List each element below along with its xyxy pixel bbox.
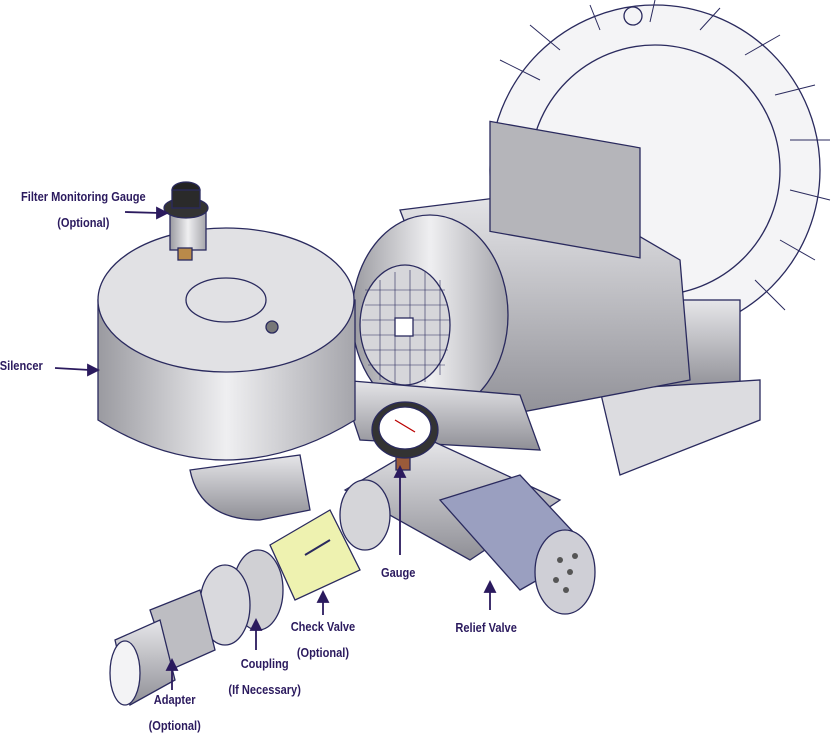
check-valve-shape: [269, 509, 361, 601]
label-line: Silencer: [0, 358, 43, 373]
adapter-shape: [109, 589, 216, 706]
label-line: Coupling: [240, 656, 289, 671]
label-line: (If Necessary): [228, 682, 301, 697]
label-line: (Optional): [148, 718, 201, 733]
label-line: Check Valve: [290, 619, 356, 634]
filter-gauge-shape: [163, 181, 209, 261]
motor: [351, 120, 691, 421]
silencer-shape: [97, 227, 356, 461]
label-line: (Optional): [57, 215, 110, 230]
label-line: (Optional): [296, 645, 350, 660]
label-line: Filter Monitoring Gauge: [20, 189, 146, 204]
label-line: Relief Valve: [455, 620, 517, 635]
coupling-shape: [199, 549, 284, 646]
pressure-gauge: [371, 401, 439, 471]
label-line: Gauge: [381, 565, 416, 580]
relief-valve-shape: [438, 474, 596, 615]
check-valve-label: Check Valve (Optional): [291, 614, 356, 666]
relief-valve-label: Relief Valve: [455, 615, 516, 641]
silencer-label: Silencer: [0, 353, 43, 379]
coupling-label: Coupling (If Necessary): [228, 651, 300, 703]
gauge-label: Gauge: [381, 560, 415, 586]
filter-monitoring-gauge-label: Filter Monitoring Gauge (Optional): [21, 184, 146, 236]
adapter-label: Adapter (Optional): [149, 687, 201, 735]
label-line: Adapter: [153, 692, 196, 707]
leader-arrows: [54, 206, 497, 690]
